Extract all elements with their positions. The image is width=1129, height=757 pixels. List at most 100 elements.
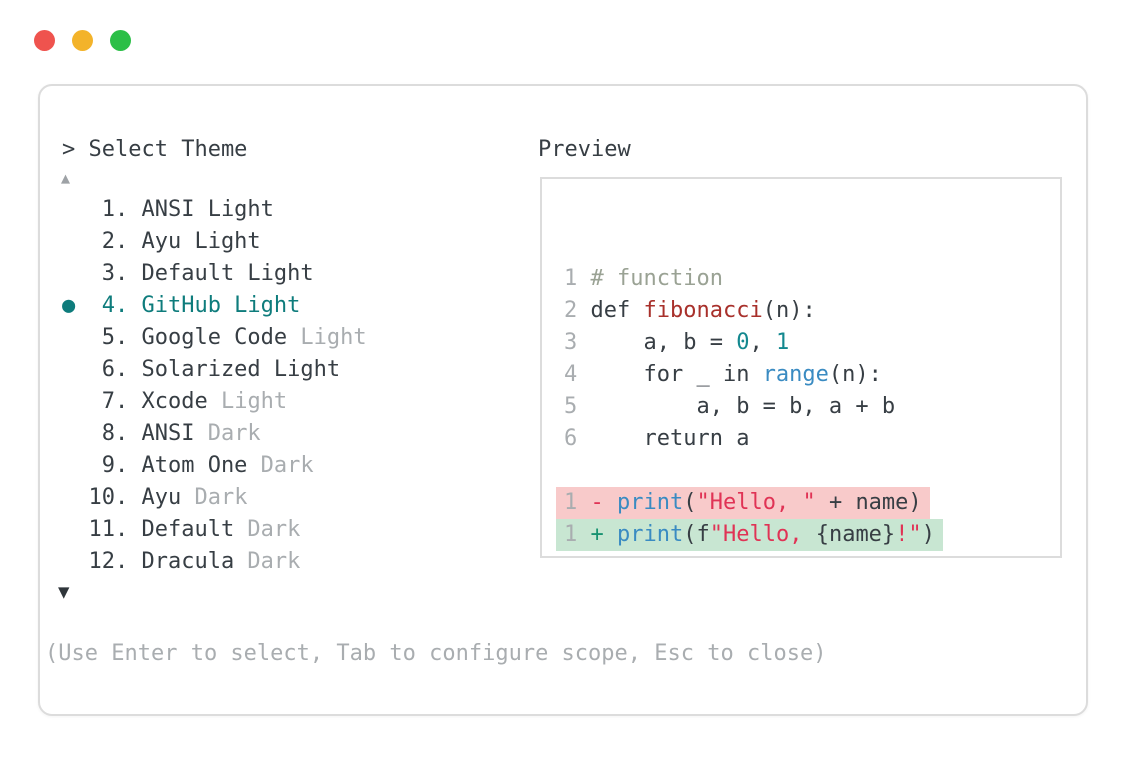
scroll-up-indicator[interactable]: ▲ <box>61 169 71 187</box>
theme-item-label: ANSI Light <box>141 197 274 222</box>
theme-item-variant: Dark <box>194 421 261 446</box>
code-segment: + name) <box>815 490 922 515</box>
code-line-content: 4 for _ in range(n): <box>564 362 882 387</box>
code-segment: , <box>749 330 776 355</box>
theme-item-ayu-dark[interactable]: 10. Ayu Dark <box>62 482 367 514</box>
diff-section: 1 - print("Hello, " + name)1 + print(f"H… <box>556 487 1060 551</box>
theme-item-ansi-light[interactable]: 1. ANSI Light <box>62 194 367 226</box>
code-line: 4 for _ in range(n): <box>564 359 1060 391</box>
line-number: 6 <box>564 426 591 451</box>
code-line-content: 2 def fibonacci(n): <box>564 298 816 323</box>
close-dot[interactable] <box>34 30 55 51</box>
code-segment: {name} <box>815 522 896 547</box>
theme-item-variant: Dark <box>234 549 301 574</box>
code-segment: (f <box>683 522 710 547</box>
code-segment: + <box>590 522 617 547</box>
code-line-content: 1 + print(f"Hello, {name}!") <box>556 519 943 551</box>
theme-item-number: 1. <box>88 197 142 222</box>
diff-removed-line: 1 - print("Hello, " + name) <box>556 487 1060 519</box>
theme-item-number: 10. <box>88 485 142 510</box>
theme-item-variant: Light <box>287 325 367 350</box>
code-segment: ) <box>921 522 935 547</box>
code-segment: - <box>590 490 617 515</box>
theme-item-label: Default Light <box>141 261 314 286</box>
code-segment: # function <box>590 266 723 291</box>
code-segment: range <box>762 362 829 387</box>
code-segment: print <box>617 522 684 547</box>
theme-item-github-light[interactable]: ● 4. GitHub Light <box>62 290 367 322</box>
scroll-down-indicator[interactable]: ▼ <box>58 581 70 603</box>
line-number: 1 <box>564 490 591 515</box>
theme-item-label: GitHub Light <box>141 293 301 318</box>
help-text: (Use Enter to select, Tab to configure s… <box>45 641 827 666</box>
code-segment: (n): <box>762 298 816 323</box>
theme-list: 1. ANSI Light 2. Ayu Light 3. Default Li… <box>62 194 367 578</box>
theme-item-ansi-dark[interactable]: 8. ANSI Dark <box>62 418 367 450</box>
code-segment: a, b = b, a + b <box>590 394 896 419</box>
theme-item-ayu-light[interactable]: 2. Ayu Light <box>62 226 367 258</box>
theme-item-number: 2. <box>88 229 142 254</box>
theme-item-label: Xcode <box>141 389 208 414</box>
theme-item-variant: Light <box>207 389 288 414</box>
theme-item-number: 8. <box>88 421 142 446</box>
code-segment: 1 <box>775 330 790 355</box>
code-segment: ( <box>683 490 697 515</box>
theme-item-atom-one-dark[interactable]: 9. Atom One Dark <box>62 450 367 482</box>
code-line: 3 a, b = 0, 1 <box>564 327 1060 359</box>
zoom-dot[interactable] <box>110 30 131 51</box>
theme-item-default-light[interactable]: 3. Default Light <box>62 258 367 290</box>
code-segment: !" <box>895 522 922 547</box>
diff-added-line: 1 + print(f"Hello, {name}!") <box>556 519 1060 551</box>
theme-item-solarized-light[interactable]: 6. Solarized Light <box>62 354 367 386</box>
theme-item-number: 11. <box>88 517 142 542</box>
code-line-content: 5 a, b = b, a + b <box>564 394 895 419</box>
line-number: 3 <box>564 330 591 355</box>
code-line: 6 return a <box>564 423 1060 455</box>
line-number: 1 <box>564 522 591 547</box>
code-segment: return a <box>590 426 750 451</box>
code-line-content: 1 - print("Hello, " + name) <box>556 487 930 519</box>
code-line: 5 a, b = b, a + b <box>564 391 1060 423</box>
line-number: 5 <box>564 394 591 419</box>
code-segment: (n): <box>828 362 882 387</box>
theme-item-label: Default <box>141 517 235 542</box>
theme-item-default-dark[interactable]: 11. Default Dark <box>62 514 367 546</box>
line-number: 1 <box>564 266 591 291</box>
code-segment: 0 <box>736 330 750 355</box>
theme-item-variant: Dark <box>181 485 248 510</box>
code-line: 1 # function <box>564 263 1060 295</box>
theme-item-number: 9. <box>88 453 142 478</box>
theme-item-label: ANSI <box>141 421 195 446</box>
picker-title: > Select Theme <box>62 137 248 162</box>
line-number: 4 <box>564 362 591 387</box>
theme-picker-panel: > Select Theme Preview ▲ 1. ANSI Light 2… <box>38 84 1088 716</box>
code-line: 2 def fibonacci(n): <box>564 295 1060 327</box>
theme-item-label: Google Code <box>141 325 288 350</box>
selected-item-bullet: ● <box>62 293 76 318</box>
theme-item-google-code-light[interactable]: 5. Google Code Light <box>62 322 367 354</box>
theme-item-xcode-light[interactable]: 7. Xcode Light <box>62 386 367 418</box>
code-segment: def <box>590 298 644 323</box>
code-segment: a, b = <box>590 330 737 355</box>
theme-item-variant: Dark <box>247 453 314 478</box>
theme-item-number: 12. <box>88 549 142 574</box>
minimize-dot[interactable] <box>72 30 93 51</box>
theme-item-label: Ayu Light <box>141 229 261 254</box>
theme-item-label: Dracula <box>141 549 235 574</box>
theme-item-number: 6. <box>88 357 142 382</box>
code-line-content: 1 # function <box>564 266 723 291</box>
theme-item-number: 7. <box>88 389 142 414</box>
code-segment: fibonacci <box>643 298 763 323</box>
theme-item-label: Atom One <box>141 453 248 478</box>
code-segment: for _ in <box>590 362 763 387</box>
theme-item-number: 5. <box>88 325 142 350</box>
code-line-content: 6 return a <box>564 426 749 451</box>
code-line-content: 3 a, b = 0, 1 <box>564 330 789 355</box>
code-segment: "Hello, <box>709 522 816 547</box>
line-number: 2 <box>564 298 591 323</box>
theme-item-number: 4. <box>88 293 142 318</box>
theme-item-dracula-dark[interactable]: 12. Dracula Dark <box>62 546 367 578</box>
theme-item-variant: Dark <box>234 517 301 542</box>
